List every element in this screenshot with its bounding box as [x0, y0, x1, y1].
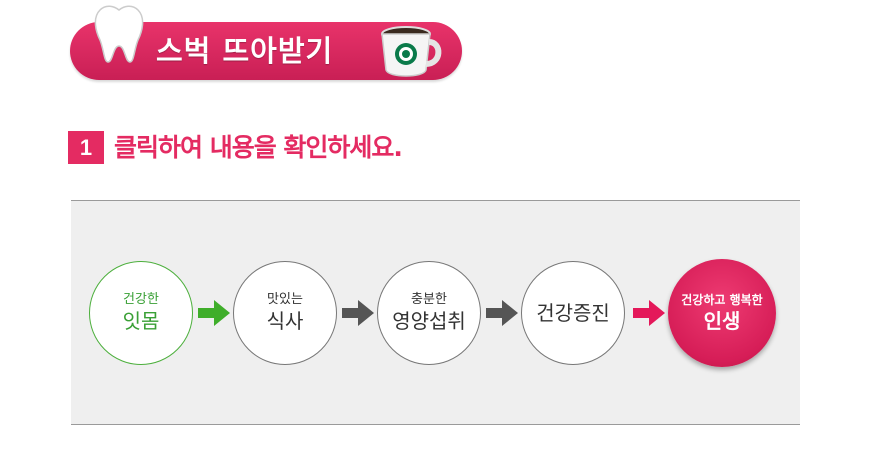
flow-step-label: 식사 — [266, 309, 304, 333]
banner-title: 스벅 뜨아받기 — [156, 34, 334, 68]
flow-step-label: 인생 — [703, 309, 741, 333]
tooth-icon — [94, 5, 144, 63]
arrow-right-icon — [342, 300, 374, 326]
flow-step-gums[interactable]: 건강한 잇몸 — [89, 261, 193, 365]
flow-step-label: 잇몸 — [122, 309, 160, 333]
step-instruction: 클릭하여 내용을 확인하세요. — [114, 133, 403, 162]
flow-step-nutrition[interactable]: 충분한 영양섭취 — [377, 261, 481, 365]
flow-step-life[interactable]: 건강하고 행복한 인생 — [668, 259, 776, 367]
flow-step-sublabel: 건강하고 행복한 — [681, 293, 763, 307]
flow-step-label: 건강증진 — [536, 301, 610, 325]
flow-step-sublabel: 건강한 — [123, 292, 159, 307]
arrow-right-icon — [486, 300, 518, 326]
flow-step-sublabel: 맛있는 — [267, 292, 303, 307]
arrow-right-icon — [198, 300, 230, 326]
flow-step-label: 영양섭취 — [392, 309, 466, 333]
flow-step-health[interactable]: 건강증진 — [521, 261, 625, 365]
flow-step-sublabel: 충분한 — [411, 292, 447, 307]
step-number-badge: 1 — [68, 131, 104, 164]
flow-step-meal[interactable]: 맛있는 식사 — [233, 261, 337, 365]
arrow-right-icon — [633, 300, 665, 326]
coffee-cup-icon — [381, 26, 442, 77]
